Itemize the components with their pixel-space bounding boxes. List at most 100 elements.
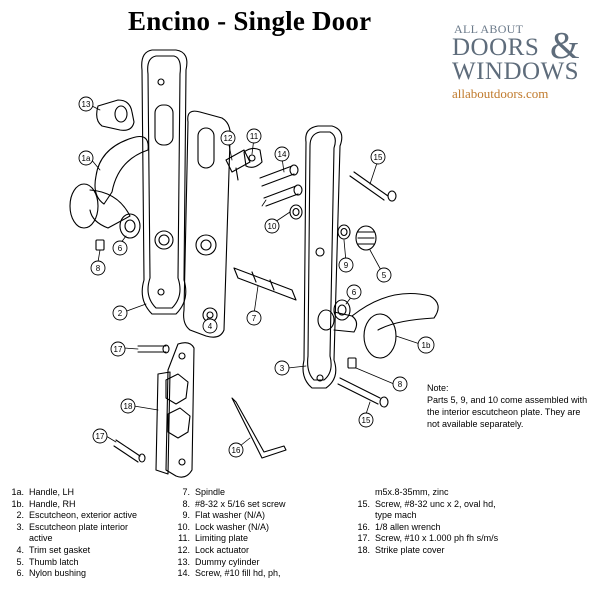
legend-text: Lock actuator [195,544,250,555]
parts-legend-col-3: m5x.8-35mm, zinc 15.Screw, #8-32 unc x 2… [346,487,596,557]
callout-9: 9 [338,257,354,273]
legend-num: 18. [357,544,370,555]
legend-text: Lock washer (N/A) [195,521,270,532]
legend-text: #8-32 x 5/16 set screw [195,498,286,509]
callout-1a-label: 1a [82,154,91,163]
legend-text: Dummy cylinder [195,556,260,567]
legend-num [346,510,375,522]
strike-plate [155,342,195,478]
callout-10: 10 [264,218,280,234]
diagram-title: Encino - Single Door [128,6,372,36]
nylon-bushing-right [333,299,351,321]
legend-num [0,533,29,545]
dummy-cylinder [96,99,135,131]
callout-14-label: 14 [278,150,287,159]
callout-6-label: 6 [118,244,123,253]
callout-9-label: 9 [344,261,349,270]
legend-text: Handle, RH [29,498,76,509]
legend-num: 7. [182,487,190,497]
note-heading: Note: [427,383,449,393]
legend-row: 17. Screw, #10 x 1.000 ph fh s/m/s [346,533,596,545]
callout-15-label: 15 [374,153,383,162]
legend-text: Screw, #10 x 1.000 ph fh s/m/s [375,533,499,544]
legend-text: m5x.8-35mm, zinc [375,487,449,497]
callout-16-label: 16 [232,446,241,455]
callout-8-left: 8 [90,260,106,276]
callout-11-label: 11 [250,132,259,141]
legend-num: 10. [177,521,190,532]
thumb-latch [355,225,377,251]
legend-row: 5.Thumb latch [0,557,170,569]
legend-text: active [29,533,53,544]
legend-text: Escutcheon plate interior [29,521,129,532]
callout-3: 3 [274,360,290,376]
brand-logo: ALL ABOUT DOORS & WINDOWS allaboutdoors.… [444,22,594,104]
callout-8-right: 8 [392,376,408,392]
legend-num: 8. [182,498,190,509]
screws-17 [113,344,170,463]
legend-row: 8. #8-32 x 5/16 set screw [166,499,356,511]
lock-washer [289,204,303,220]
legend-text: Screw, #10 fill hd, ph, [195,568,281,579]
parts-legend-col-1: 1a.Handle, LH 1b.Handle, RH 2.Escutcheon… [0,487,170,580]
trim-set-gasket [183,110,231,338]
logo-line-1: ALL ABOUT [454,22,524,36]
assembly-note: Note: Parts 5, 9, and 10 come assembled … [427,382,592,430]
callout-12: 12 [220,130,236,146]
handle-lh [69,135,149,229]
legend-text: Handle, LH [29,487,75,497]
screw-15-upper [349,171,397,202]
legend-row: 18. Strike plate cover [346,545,596,557]
callout-3-label: 3 [280,364,285,373]
callout-7-label: 7 [252,314,257,323]
lock-actuator [225,149,251,181]
screws-14 [259,164,303,207]
callout-16: 16 [228,442,244,458]
callout-4: 4 [202,318,218,334]
legend-num: 12. [177,544,190,555]
callout-7: 7 [246,310,262,326]
legend-row: active [0,533,170,545]
legend-num: 1a. [11,487,24,497]
legend-text: Spindle [195,487,226,497]
legend-num: 17. [357,533,370,544]
legend-text: Strike plate cover [375,544,445,555]
legend-row: 7. Spindle [166,487,356,499]
parts-legend-col-2: 7.Spindle 8.#8-32 x 5/16 set screw 9.Fla… [166,487,356,580]
callout-6-right-label: 6 [352,288,357,297]
callout-15-lower-label: 15 [362,416,371,425]
callout-8-right-label: 8 [398,380,403,389]
note-body: Parts 5, 9, and 10 come assembled with t… [427,395,588,429]
limiting-plate [243,147,263,168]
nylon-bushing-left [119,213,141,239]
callout-18: 18 [120,398,136,414]
callout-6-right: 6 [346,284,362,300]
legend-num: 5. [16,556,24,567]
legend-row: m5x.8-35mm, zinc [346,487,596,499]
callout-15-upper: 15 [370,149,386,165]
legend-row: type mach [346,510,596,522]
legend-text: 1/8 allen wrench [375,521,441,532]
legend-num [346,487,375,499]
callout-1b: 1b [417,336,435,354]
callout-12-label: 12 [224,134,233,143]
set-screw-right [347,357,357,369]
legend-num: 6. [16,568,24,579]
callout-17-upper: 17 [110,341,126,357]
legend-num: 3. [16,521,24,532]
legend-text: Screw, #8-32 unc x 2, oval hd, [375,498,496,509]
legend-row: 16.1/8 allen wrench [346,522,596,534]
legend-text: Flat washer (N/A) [195,510,266,521]
legend-row: 6.Nylon bushing [0,568,170,580]
callout-17-lower: 17 [92,428,108,444]
legend-row: 12. Lock actuator [166,545,356,557]
flat-washer [337,224,351,240]
legend-row: 2.Escutcheon, exterior active [0,510,170,522]
legend-row: 11.Limiting plate [166,533,356,545]
logo-url: allaboutdoors.com [452,86,549,101]
allen-wrench [231,397,287,459]
legend-num: 14. [177,568,190,579]
screw-15-lower [337,377,389,408]
logo-ampersand: & [550,25,580,67]
